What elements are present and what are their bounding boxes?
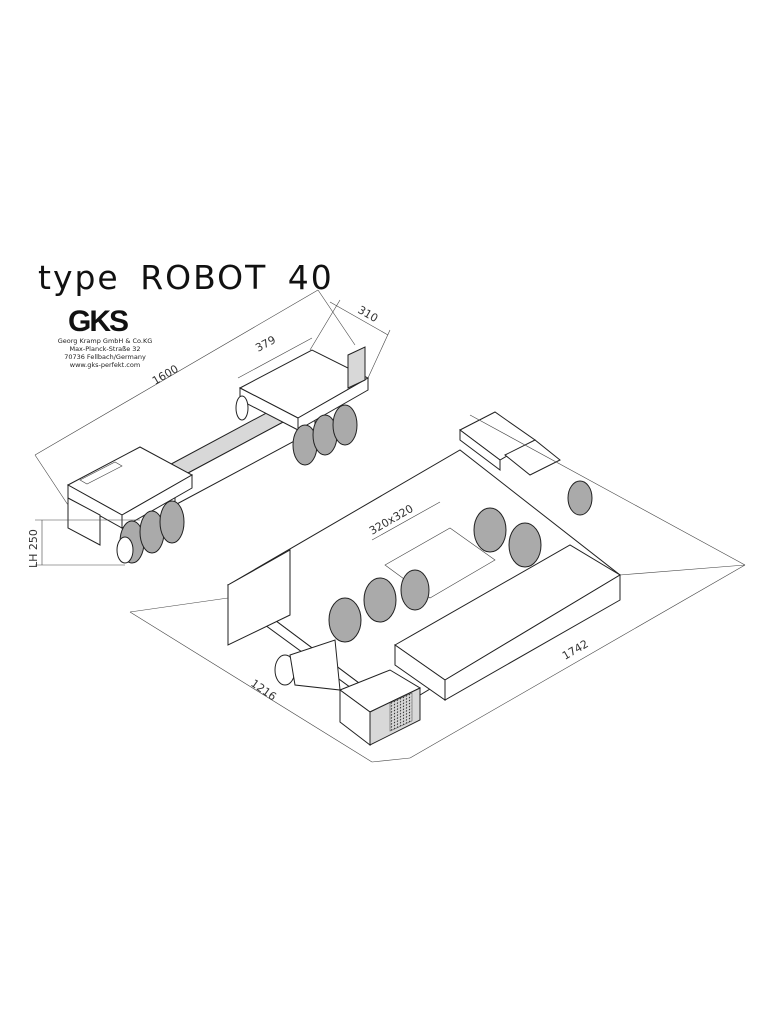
dim-310: 310 <box>356 303 381 325</box>
company-city: 70736 Fellbach/Germany <box>64 353 146 361</box>
company-name: Georg Kramp GmbH & Co.KG <box>57 337 153 345</box>
dim-1742: 1742 <box>560 637 591 662</box>
company-street: Max-Planck-Straße 32 <box>69 345 141 353</box>
front-module <box>66 446 194 564</box>
motor-unit <box>274 639 422 747</box>
company-address: Georg Kramp GmbH & Co.KG Max-Planck-Stra… <box>45 337 165 369</box>
drawing-title: type ROBOT 40 <box>38 258 334 297</box>
rear-module <box>235 346 370 466</box>
robot-chassis <box>227 411 621 747</box>
two-module-assembly <box>66 346 370 564</box>
company-website: www.gks-perfekt.com <box>69 361 141 369</box>
drive-rollers <box>328 480 593 643</box>
dim-379: 379 <box>253 333 278 354</box>
dim-lh-250: LH 250 <box>27 529 40 568</box>
dim-1600: 1600 <box>150 362 181 387</box>
dimension-lines <box>34 289 746 763</box>
gks-logo: GKS <box>68 305 129 338</box>
dim-1216: 1216 <box>248 677 278 704</box>
